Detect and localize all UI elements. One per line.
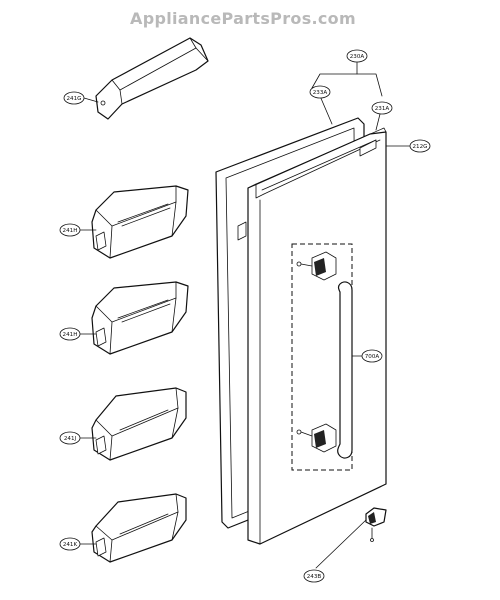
part-241g-bracket bbox=[95, 37, 209, 120]
callout-241g: 241G bbox=[63, 91, 85, 105]
callout-243b: 243B bbox=[303, 569, 325, 583]
svg-text:241H: 241H bbox=[63, 228, 78, 234]
callout-241k: 241K bbox=[59, 537, 81, 551]
callout-700a: 700A bbox=[361, 349, 383, 363]
part-241h-bin-mid bbox=[91, 281, 189, 355]
svg-text:231A: 231A bbox=[375, 106, 390, 112]
part-243b-hinge bbox=[365, 507, 387, 542]
callout-230a: 230A bbox=[346, 49, 368, 63]
svg-text:700A: 700A bbox=[365, 354, 380, 360]
callout-233a: 233A bbox=[309, 85, 331, 99]
part-241j-bin bbox=[91, 387, 187, 461]
callout-212g: 212G bbox=[409, 139, 431, 153]
svg-text:212G: 212G bbox=[412, 144, 427, 150]
callout-241h-top: 241H bbox=[59, 223, 81, 237]
svg-text:241H: 241H bbox=[63, 332, 78, 338]
svg-text:241J: 241J bbox=[64, 436, 77, 442]
callout-241h-mid: 241H bbox=[59, 327, 81, 341]
part-231a-door bbox=[247, 127, 387, 545]
svg-text:230A: 230A bbox=[350, 54, 365, 60]
callout-231a: 231A bbox=[371, 101, 393, 115]
leader-lines bbox=[79, 61, 411, 569]
svg-text:233A: 233A bbox=[313, 90, 328, 96]
svg-text:241G: 241G bbox=[66, 96, 81, 102]
part-700a-handle-assembly bbox=[291, 243, 353, 471]
part-241k-bin bbox=[91, 493, 187, 563]
svg-text:241K: 241K bbox=[63, 542, 78, 548]
callout-241j: 241J bbox=[59, 431, 81, 445]
part-241h-bin-top bbox=[91, 185, 189, 259]
watermark-text: AppliancePartsPros.com bbox=[130, 9, 356, 28]
svg-text:243B: 243B bbox=[307, 574, 322, 580]
